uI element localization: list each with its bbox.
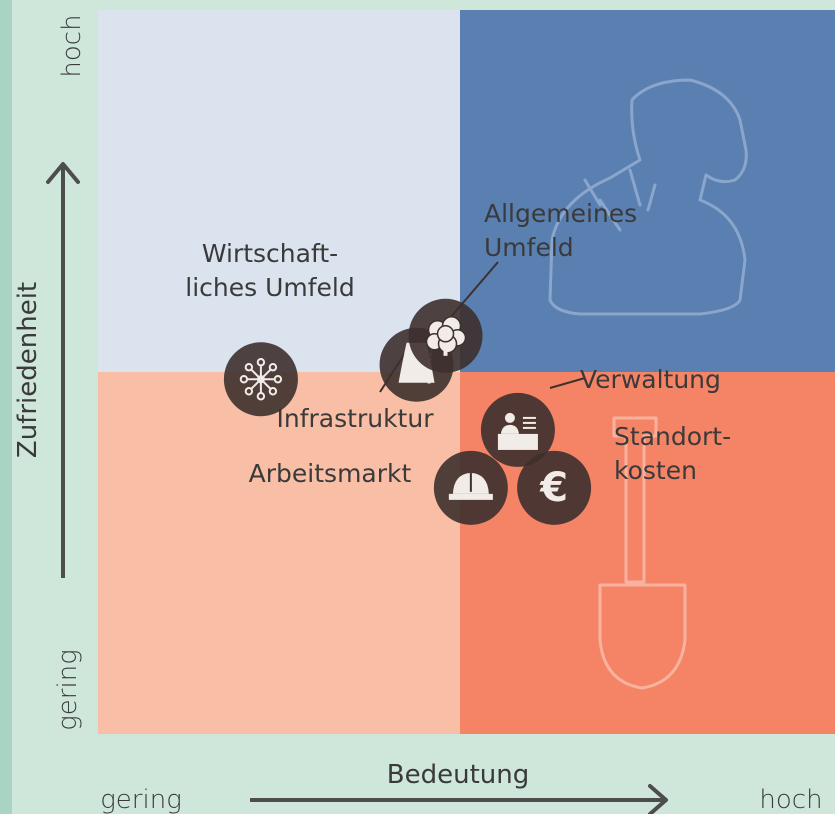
quadrant-top-right bbox=[460, 10, 835, 372]
label-infrastruktur: Infrastruktur bbox=[277, 404, 435, 433]
hard-hat-icon bbox=[448, 472, 493, 500]
left-accent-strip bbox=[0, 0, 12, 814]
x-axis bbox=[250, 784, 668, 814]
shovel-icon bbox=[598, 416, 687, 690]
point-arbeitsmarkt bbox=[433, 450, 508, 525]
quadrant-bottom-left bbox=[98, 372, 460, 734]
label-standortkosten: Standort-kosten bbox=[614, 422, 731, 485]
office-desk-icon bbox=[497, 412, 538, 450]
euro-icon: € bbox=[539, 465, 568, 511]
svg-text:€: € bbox=[539, 465, 568, 511]
y-axis-title: Zufriedenheit bbox=[13, 282, 43, 458]
point-wirtschaftliches-umfeld bbox=[223, 342, 298, 417]
flexed-arm-icon bbox=[548, 78, 748, 316]
point-marker bbox=[517, 450, 592, 525]
network-icon bbox=[239, 358, 283, 401]
quadrant-top-left bbox=[98, 10, 460, 372]
point-allgemeines-umfeld bbox=[408, 298, 483, 373]
x-axis-high-label: hoch bbox=[759, 785, 822, 814]
point-standortkosten: € bbox=[517, 450, 592, 525]
label-wirtschaftliches-umfeld: Wirtschaft-liches Umfeld bbox=[185, 239, 354, 302]
x-axis-title: Bedeutung bbox=[387, 760, 529, 790]
point-verwaltung bbox=[480, 392, 555, 467]
x-axis-low-label: gering bbox=[100, 785, 182, 814]
y-axis-high-label: hoch bbox=[57, 14, 87, 77]
label-verwaltung: Verwaltung bbox=[580, 365, 721, 394]
tree-icon bbox=[425, 316, 467, 356]
y-axis bbox=[46, 162, 80, 578]
data-points: € bbox=[223, 298, 592, 525]
category-labels: Wirtschaft-liches Umfeld Infrastruktur A… bbox=[185, 199, 731, 488]
y-axis-low-label: gering bbox=[53, 649, 83, 731]
label-arbeitsmarkt: Arbeitsmarkt bbox=[249, 459, 412, 488]
